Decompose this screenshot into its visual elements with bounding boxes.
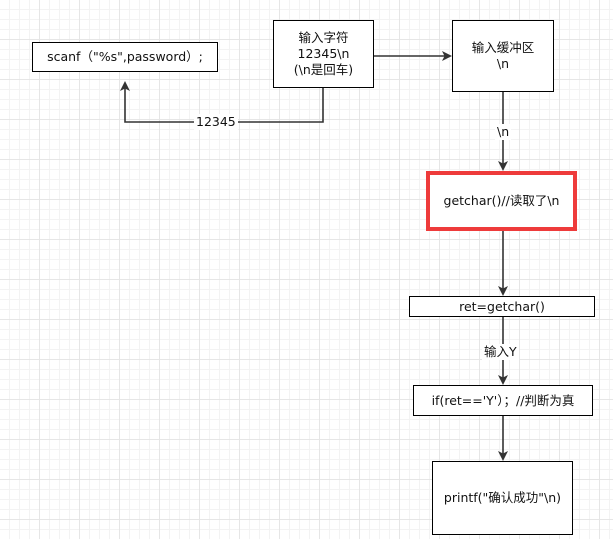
- node-if-ret: if(ret=='Y'）；//判断为真: [413, 385, 593, 416]
- edge-label-input-y: 输入Y: [482, 344, 519, 360]
- node-printf-success: printf("确认成功"\n): [432, 461, 573, 535]
- node-scanf: scanf（"%s",password）;: [32, 42, 218, 72]
- node-ret-getchar: ret=getchar(): [409, 296, 595, 317]
- edge-label-12345: 12345: [194, 114, 238, 130]
- node-input-buffer: 输入缓冲区 \n: [452, 20, 554, 92]
- node-input-chars: 输入字符 12345\n (\n是回车): [273, 20, 374, 88]
- edge-label-newline: \n: [495, 124, 512, 140]
- node-getchar-read: getchar()//读取了\n: [426, 171, 577, 231]
